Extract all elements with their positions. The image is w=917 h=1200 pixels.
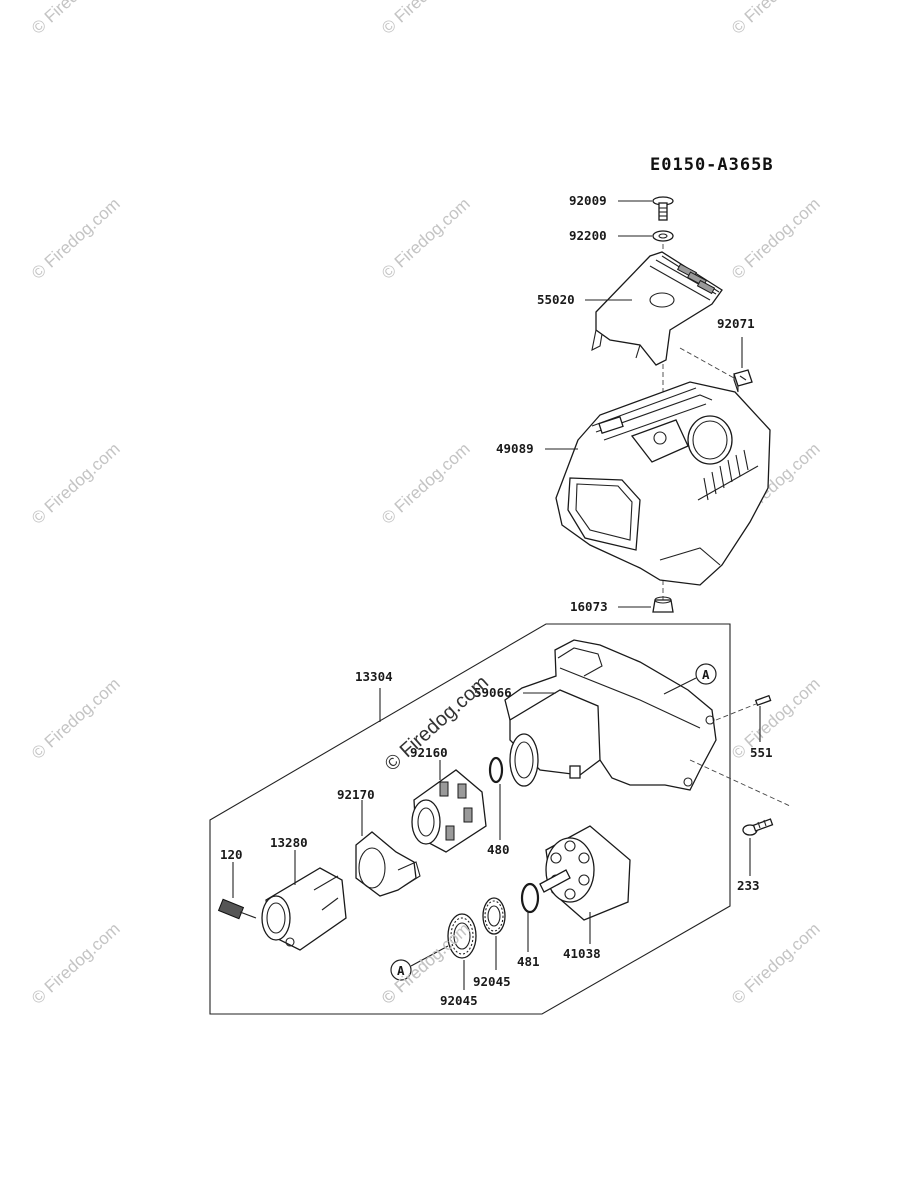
callout-13280: 13280 bbox=[270, 835, 308, 850]
screw-233 bbox=[742, 818, 774, 836]
watermark: © Firedog.com bbox=[28, 919, 124, 1008]
callout-16073: 16073 bbox=[570, 599, 608, 614]
callout-233: 233 bbox=[737, 878, 760, 893]
guide-233 bbox=[689, 759, 791, 807]
bolt-92009 bbox=[652, 196, 674, 221]
snap-ring-481 bbox=[520, 882, 540, 914]
washer-92200 bbox=[652, 230, 674, 242]
callout-92170: 92170 bbox=[337, 787, 375, 802]
fan-housing-59066 bbox=[504, 639, 717, 791]
leader-ref-upper bbox=[663, 677, 697, 695]
leader-ref-lower bbox=[410, 945, 449, 967]
nut-92071 bbox=[733, 369, 753, 393]
guide-551 bbox=[715, 703, 757, 721]
bearing-92045-a bbox=[482, 897, 506, 935]
callout-120: 120 bbox=[220, 847, 243, 862]
clutch-41038 bbox=[539, 825, 631, 921]
housing-49089 bbox=[555, 381, 771, 586]
clutch-92160 bbox=[411, 769, 487, 853]
callout-13304: 13304 bbox=[355, 669, 393, 684]
bolt-120 bbox=[217, 898, 257, 920]
pin-551 bbox=[754, 694, 772, 707]
holder-13280 bbox=[261, 867, 347, 951]
nut-16073 bbox=[652, 596, 674, 613]
callout-480: 480 bbox=[487, 842, 510, 857]
watermark: © Firedog.com bbox=[28, 194, 124, 283]
ref-marker-lower-label: A bbox=[397, 963, 405, 978]
ref-marker-upper: A bbox=[695, 663, 717, 685]
callout-92071: 92071 bbox=[717, 316, 755, 331]
cover-55020 bbox=[591, 251, 723, 366]
watermark: © Firedog.com bbox=[28, 439, 124, 528]
watermark: © Firedog.com bbox=[28, 0, 124, 38]
callout-92045-a: 92045 bbox=[473, 974, 511, 989]
bearing-92045-b bbox=[447, 913, 477, 959]
watermark: © Firedog.com bbox=[378, 0, 474, 38]
callout-49089: 49089 bbox=[496, 441, 534, 456]
watermark: © Firedog.com bbox=[378, 439, 474, 528]
callout-92045-b: 92045 bbox=[440, 993, 478, 1008]
callout-92160: 92160 bbox=[410, 745, 448, 760]
ref-marker-lower: A bbox=[390, 959, 412, 981]
watermark: © Firedog.com bbox=[728, 674, 824, 763]
callout-481: 481 bbox=[517, 954, 540, 969]
guide-92071 bbox=[679, 347, 735, 379]
diagram-code: E0150-A365B bbox=[650, 155, 774, 175]
callout-41038: 41038 bbox=[563, 946, 601, 961]
callout-92200: 92200 bbox=[569, 228, 607, 243]
watermark: © Firedog.com bbox=[728, 919, 824, 1008]
assembly-frame-13304 bbox=[209, 623, 731, 1015]
watermark: © Firedog.com bbox=[728, 194, 824, 283]
snap-ring-480 bbox=[488, 756, 504, 784]
ring-92170 bbox=[355, 831, 421, 897]
callout-92009: 92009 bbox=[569, 193, 607, 208]
watermark: © Firedog.com bbox=[28, 674, 124, 763]
watermark: © Firedog.com bbox=[378, 194, 474, 283]
callout-551: 551 bbox=[750, 745, 773, 760]
callout-59066: 59066 bbox=[474, 685, 512, 700]
ref-marker-upper-label: A bbox=[702, 667, 710, 682]
watermark: © Firedog.com bbox=[728, 0, 824, 38]
callout-55020: 55020 bbox=[537, 292, 575, 307]
